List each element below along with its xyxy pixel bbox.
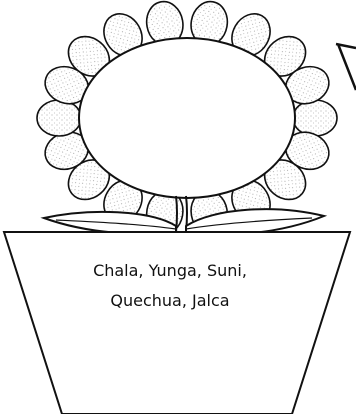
flower-petal [37, 100, 81, 136]
flower-petal [293, 100, 337, 136]
edge-shape [336, 44, 356, 90]
pot-label-line-1: Chala, Yunga, Suni, [40, 256, 300, 286]
pot-label-line-2: Quechua, Jalca [40, 286, 300, 316]
flower-center [79, 38, 295, 198]
pot-label: Chala, Yunga, Suni, Quechua, Jalca [40, 256, 300, 316]
